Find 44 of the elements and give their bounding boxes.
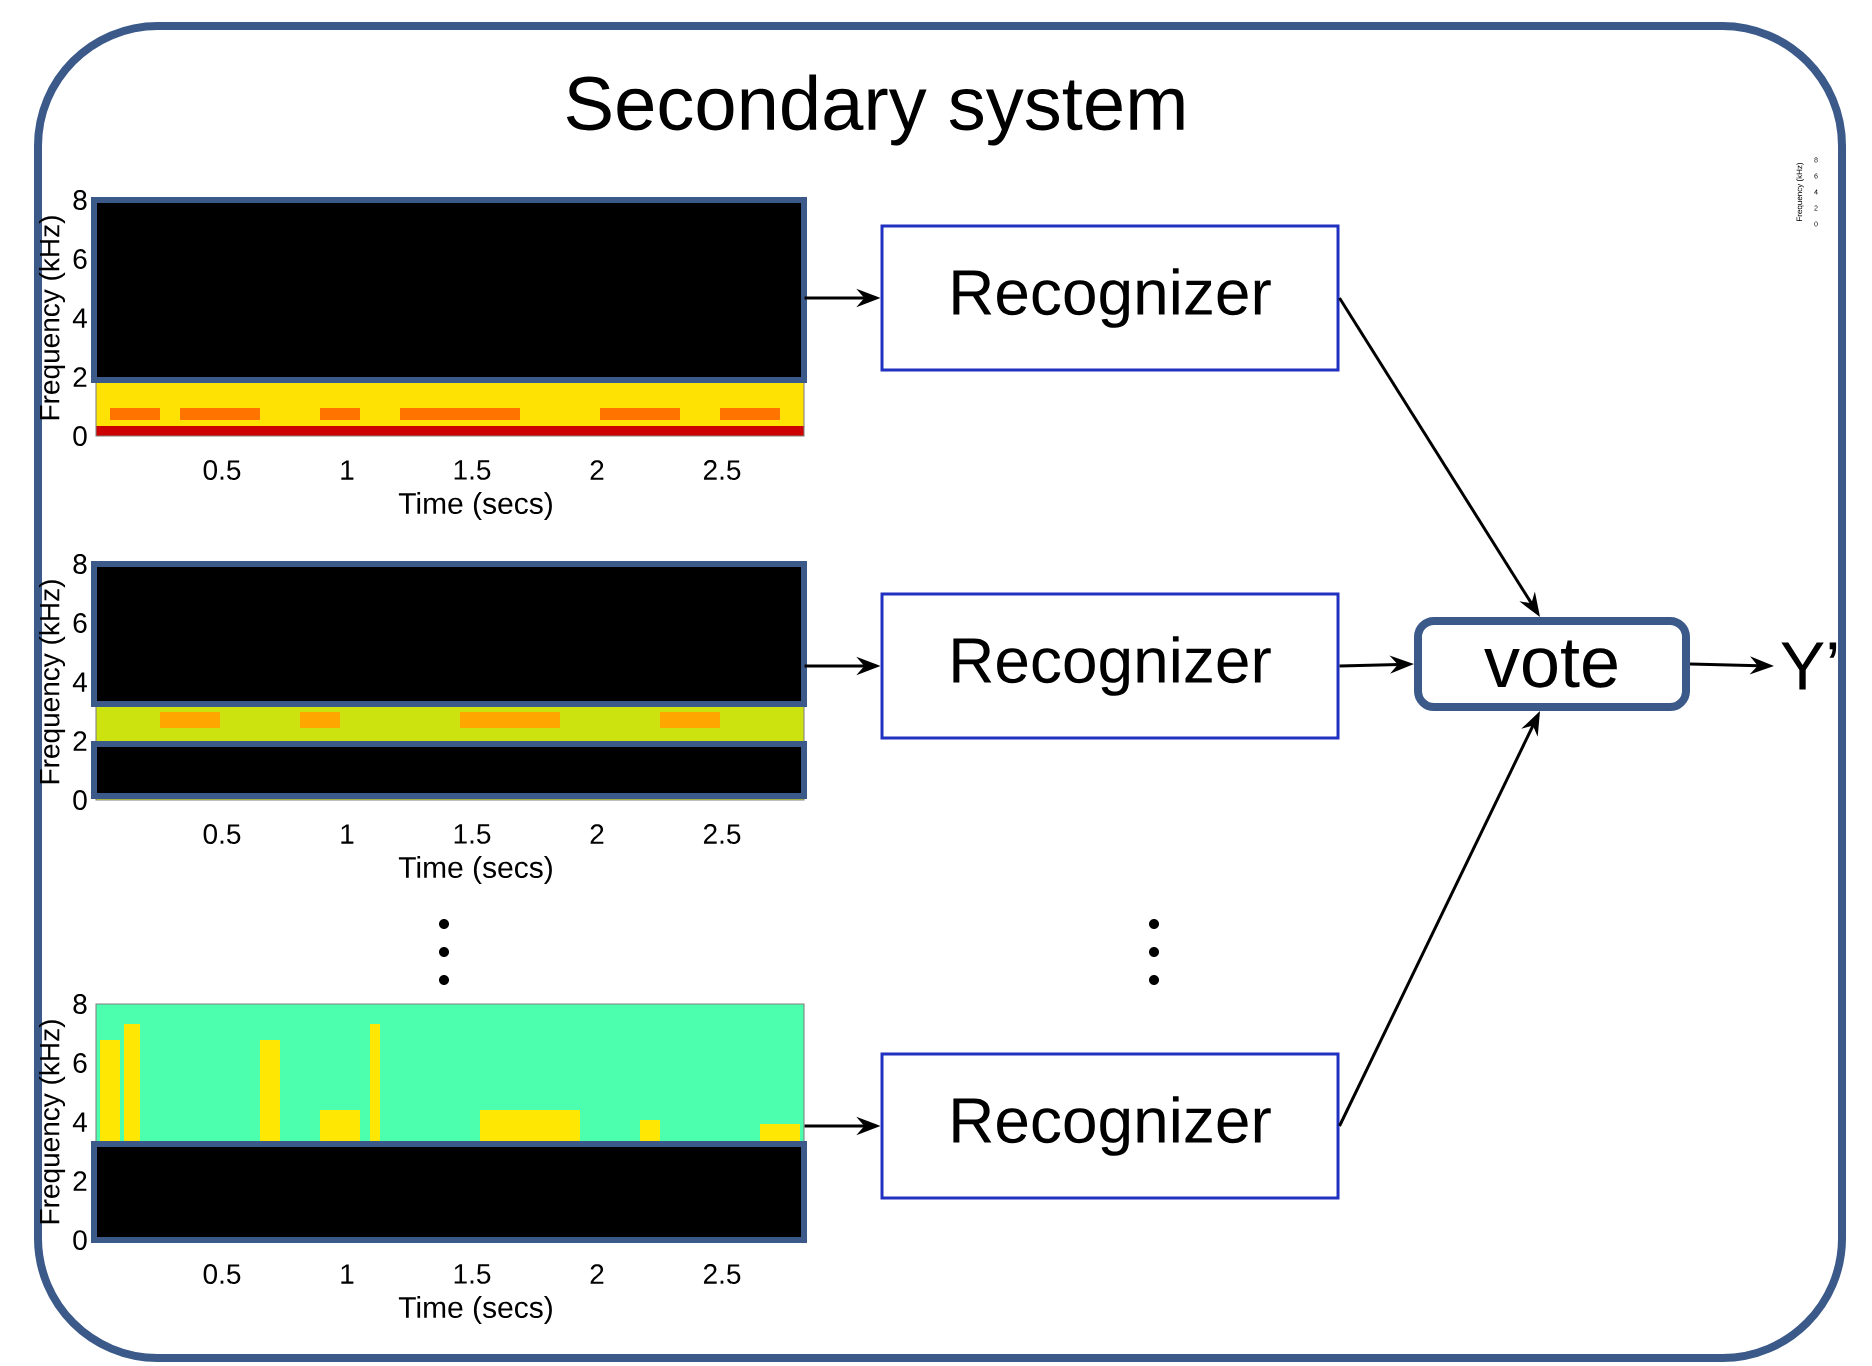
tick-label: 2.5 [703,460,741,480]
tick-label: 2.5 [703,824,741,844]
tick-label: 6 [73,249,87,269]
tick-label: 2 [590,460,604,480]
axis-label: Frequency (kHz) [38,216,66,420]
tick-label: 1 [341,824,354,844]
tick-label: 0 [73,790,87,810]
spectrogram-drawing [91,197,807,437]
axis-label: Frequency (kHz) [38,580,66,784]
axis-label: Time (secs) [398,856,552,884]
axis-label: Frequency (kHz) [38,1020,66,1224]
tick-label: 2 [590,824,604,844]
tick-label: 8 [73,190,87,210]
tick-label: 2.5 [703,1264,741,1284]
tick-label: 2 [73,731,87,751]
tick-label: 0 [73,1230,87,1250]
recognizer-box: Recognizer [880,592,1340,740]
tick-label: 6 [73,1053,87,1073]
tick-label: 1.5 [454,1264,491,1284]
tick-label: 1 [341,1264,354,1284]
tick-label: 8 [73,554,87,574]
tick-label: 2 [73,367,87,387]
output-label: Y’ [1781,642,1837,690]
tick-label: 1.5 [454,460,491,480]
tick-label: 6 [73,613,87,633]
tick-label: 1 [341,460,354,480]
tick-label: 2 [73,1171,87,1191]
tick-label: 4 [72,672,87,692]
tick-label: 2 [590,1264,604,1284]
axis-label: Time (secs) [398,492,552,520]
vote-box: vote [1414,617,1690,711]
recognizer-box: Recognizer [880,1052,1340,1200]
tick-label: 0 [73,426,87,446]
tick-label: 0.5 [203,1264,241,1284]
tick-label: 1.5 [454,824,491,844]
tick-label: 0.5 [203,460,241,480]
tick-label: 4 [72,1112,87,1132]
spectrogram-drawing [91,1003,807,1243]
recognizer-box: Recognizer [880,224,1340,372]
axis-label: Time (secs) [398,1296,552,1324]
spectrogram-drawing [91,561,807,801]
tick-label: 0.5 [203,824,241,844]
tick-label: 8 [73,994,87,1014]
tick-label: 4 [72,308,87,328]
